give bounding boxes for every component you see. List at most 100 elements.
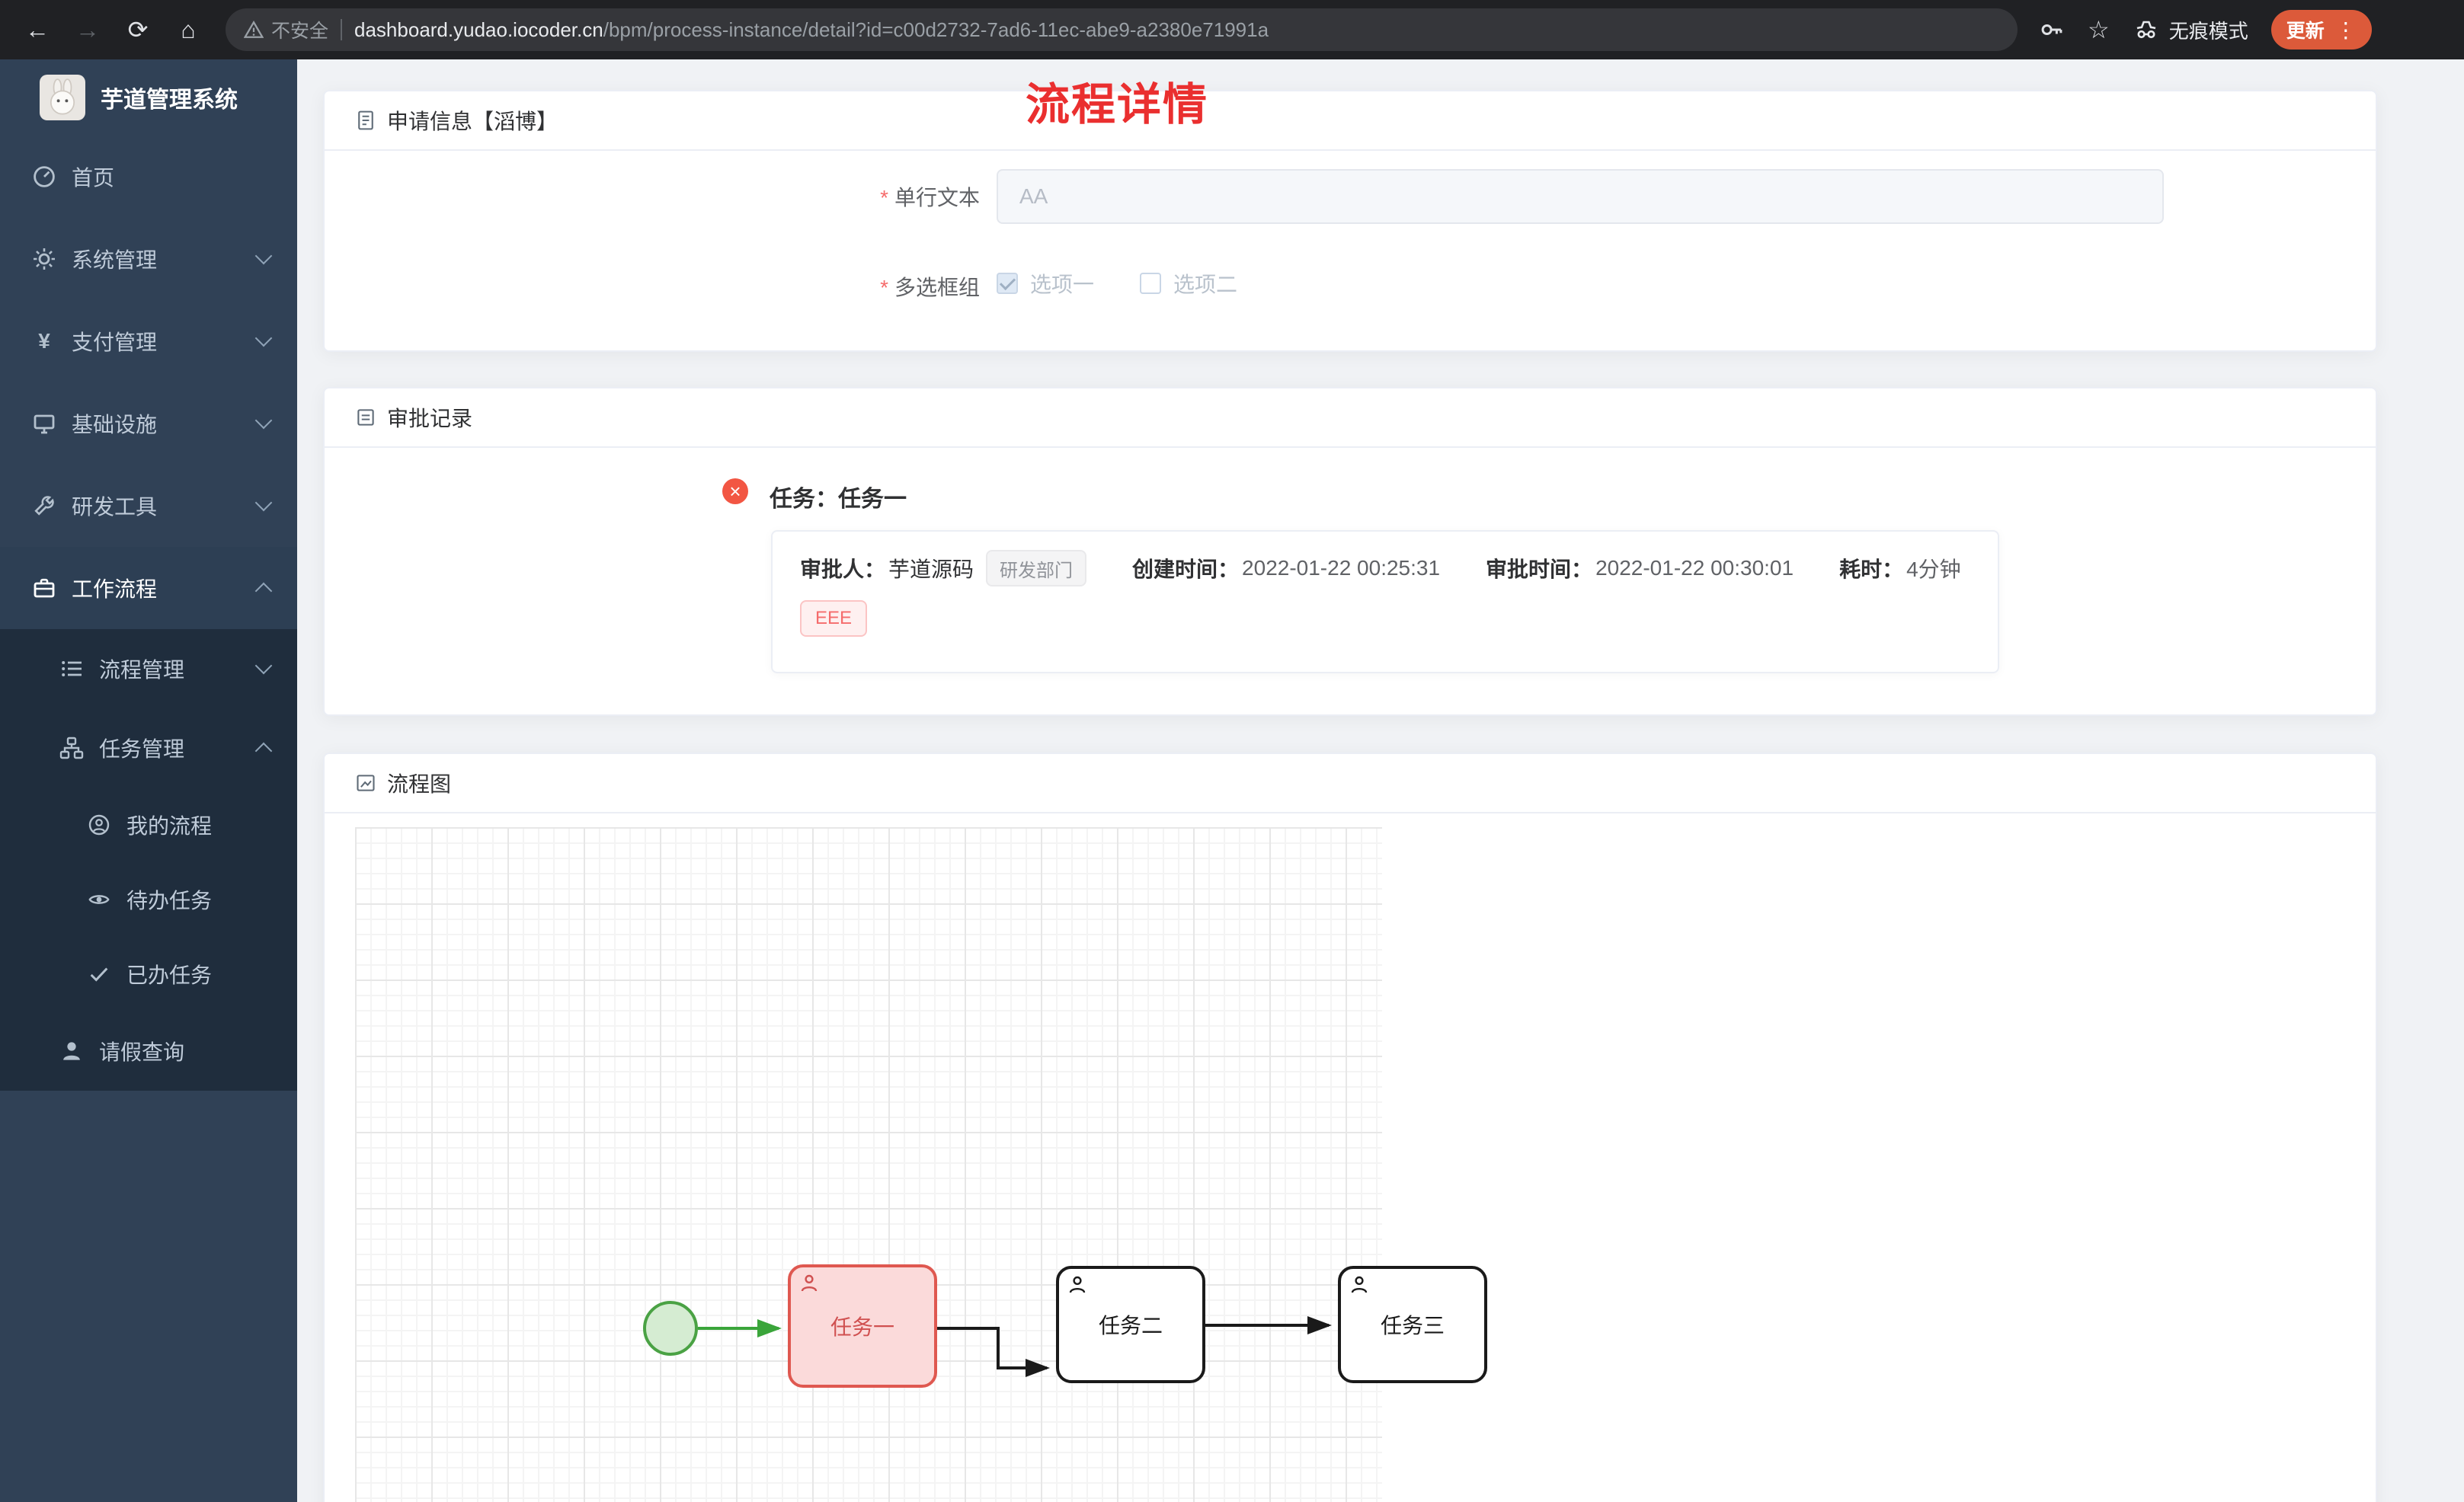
created-label: 创建时间： bbox=[1132, 558, 1240, 581]
chevron-down-icon bbox=[254, 329, 273, 347]
bookmark-star-icon[interactable]: ☆ bbox=[2088, 16, 2110, 43]
brand-logo bbox=[40, 75, 85, 120]
kebab-menu-icon: ⋮ bbox=[2334, 18, 2357, 42]
sidebar-item-label: 待办任务 bbox=[126, 889, 213, 912]
approval-card-header: 审批记录 bbox=[325, 388, 2376, 448]
url-host: dashboard.yudao.iocoder.cn bbox=[354, 18, 603, 41]
form-icon bbox=[358, 110, 373, 130]
checkbox-group: 选项一 选项二 bbox=[997, 268, 1283, 299]
check-icon bbox=[85, 963, 113, 986]
approved-time: 2022-01-22 00:30:01 bbox=[1595, 556, 1794, 580]
task-node-2[interactable]: 任务二 bbox=[1056, 1266, 1205, 1383]
single-line-text-input[interactable] bbox=[997, 169, 2164, 224]
sidebar-item-label: 基础设施 bbox=[72, 413, 158, 436]
refresh-button[interactable]: ⟳ bbox=[127, 16, 149, 43]
briefcase-icon bbox=[30, 576, 58, 600]
checkbox-option-1[interactable] bbox=[997, 273, 1018, 294]
rejected-status-icon: × bbox=[722, 478, 748, 504]
comment-tag: EEE bbox=[800, 600, 868, 637]
approver-label: 审批人： bbox=[800, 558, 886, 581]
sidebar-item-task-mgmt[interactable]: 任务管理 bbox=[0, 708, 297, 788]
user-task-icon bbox=[800, 1274, 818, 1298]
back-button[interactable]: ← bbox=[25, 15, 50, 43]
chevron-down-icon bbox=[254, 494, 273, 512]
sidebar-item-label: 系统管理 bbox=[72, 248, 158, 272]
duration-value: 4分钟 bbox=[1906, 558, 1961, 581]
sidebar-item-workflow[interactable]: 工作流程 bbox=[0, 547, 297, 629]
page-title: 流程详情 bbox=[1026, 80, 1209, 129]
checkbox-option-2[interactable] bbox=[1140, 273, 1162, 294]
sidebar-item-label: 请假查询 bbox=[99, 1040, 185, 1064]
sidebar-item-devtools[interactable]: 研发工具 bbox=[0, 465, 297, 547]
sequence-flows bbox=[698, 1316, 1332, 1377]
eye-icon bbox=[85, 888, 113, 911]
password-key-icon[interactable] bbox=[2039, 17, 2065, 43]
duration-label: 耗时： bbox=[1839, 558, 1904, 581]
bpmn-canvas[interactable]: 任务一 任务二 任务三 bbox=[355, 827, 1487, 1502]
url-path: /bpm/process-instance/detail?id=c00d2732… bbox=[603, 18, 1269, 41]
user-task-icon bbox=[1350, 1275, 1368, 1299]
url-text: dashboard.yudao.iocoder.cn/bpm/process-i… bbox=[354, 18, 1269, 42]
approval-card-title: 审批记录 bbox=[387, 407, 473, 430]
checkbox-group-label: *多选框组 bbox=[880, 276, 980, 299]
sidebar-item-infrastructure[interactable]: 基础设施 bbox=[0, 382, 297, 465]
check-tick-icon bbox=[999, 273, 1016, 290]
address-bar[interactable]: 不安全 dashboard.yudao.iocoder.cn/bpm/proce… bbox=[226, 8, 2018, 51]
yen-icon: ¥ bbox=[38, 329, 50, 353]
approver-name: 芋道源码 bbox=[888, 558, 974, 581]
omnibox-divider bbox=[341, 19, 343, 40]
wrench-icon bbox=[30, 494, 58, 518]
forward-button[interactable]: → bbox=[75, 15, 100, 43]
task-node-3[interactable]: 任务三 bbox=[1338, 1266, 1487, 1383]
sidebar-item-label: 我的流程 bbox=[126, 814, 213, 838]
task-node-1[interactable]: 任务一 bbox=[788, 1264, 937, 1388]
incognito-icon bbox=[2136, 21, 2156, 39]
warning-icon bbox=[244, 20, 264, 38]
chevron-up-icon bbox=[254, 742, 273, 760]
home-button[interactable]: ⌂ bbox=[181, 15, 196, 43]
sidebar-item-process-mgmt[interactable]: 流程管理 bbox=[0, 629, 297, 708]
sidebar-item-system[interactable]: 系统管理 bbox=[0, 218, 297, 300]
security-chip[interactable]: 不安全 bbox=[244, 16, 328, 43]
sidebar-item-label: 流程管理 bbox=[99, 658, 185, 682]
chevron-down-icon bbox=[254, 411, 273, 430]
approval-detail-box: 审批人： 芋道源码 研发部门 创建时间： 2022-01-22 00:25:31… bbox=[771, 530, 1999, 673]
person-circle-icon bbox=[85, 813, 113, 836]
sidebar-item-payment[interactable]: ¥ 支付管理 bbox=[0, 300, 297, 382]
required-mark: * bbox=[880, 276, 888, 299]
sidebar-item-todo-tasks[interactable]: 待办任务 bbox=[0, 862, 297, 937]
approved-label: 审批时间： bbox=[1486, 558, 1593, 581]
user-icon bbox=[58, 1040, 85, 1063]
task-node-label: 任务三 bbox=[1380, 1314, 1445, 1337]
required-mark: * bbox=[880, 186, 888, 209]
apply-card-title: 申请信息【滔博】 bbox=[387, 110, 558, 133]
start-event-node[interactable] bbox=[643, 1301, 698, 1356]
user-task-icon bbox=[1068, 1275, 1086, 1299]
monitor-icon bbox=[30, 411, 58, 436]
chevron-up-icon bbox=[254, 582, 273, 600]
incognito-badge: 无痕模式 bbox=[2133, 16, 2248, 44]
security-label: 不安全 bbox=[271, 21, 329, 42]
sidebar: 芋道管理系统 首页 系统管理 ¥ 支付管理 基础设施 研发工具 bbox=[0, 59, 297, 1502]
sidebar-item-leave-query[interactable]: 请假查询 bbox=[0, 1011, 297, 1091]
sidebar-item-label: 任务管理 bbox=[99, 737, 185, 761]
approval-detail-line: 审批人： 芋道源码 研发部门 创建时间： 2022-01-22 00:25:31… bbox=[800, 550, 1961, 586]
list-icon bbox=[58, 657, 85, 681]
sidebar-item-home[interactable]: 首页 bbox=[0, 136, 297, 218]
sidebar-item-label: 研发工具 bbox=[72, 495, 158, 519]
sidebar-item-label: 支付管理 bbox=[72, 331, 158, 354]
text-field-label: *单行文本 bbox=[880, 186, 980, 209]
approval-task-title: 任务：任务一 bbox=[770, 487, 907, 512]
process-diagram-card: 流程图 bbox=[323, 753, 2377, 1502]
approval-record-card: 审批记录 × 任务：任务一 审批人： 芋道源码 研发部门 创建时间： 2022-… bbox=[323, 387, 2377, 716]
dept-tag: 研发部门 bbox=[986, 550, 1087, 586]
org-flow-icon bbox=[58, 736, 85, 760]
diagram-card-header: 流程图 bbox=[325, 754, 2376, 813]
sidebar-item-done-tasks[interactable]: 已办任务 bbox=[0, 937, 297, 1011]
incognito-label: 无痕模式 bbox=[2168, 19, 2248, 43]
update-menu-button[interactable]: 更新 ⋮ bbox=[2270, 10, 2372, 50]
toolbar-right: ☆ 无痕模式 更新 ⋮ bbox=[2039, 10, 2372, 50]
sidebar-item-my-process[interactable]: 我的流程 bbox=[0, 788, 297, 862]
created-time: 2022-01-22 00:25:31 bbox=[1242, 556, 1441, 580]
app-title: 芋道管理系统 bbox=[101, 88, 238, 113]
